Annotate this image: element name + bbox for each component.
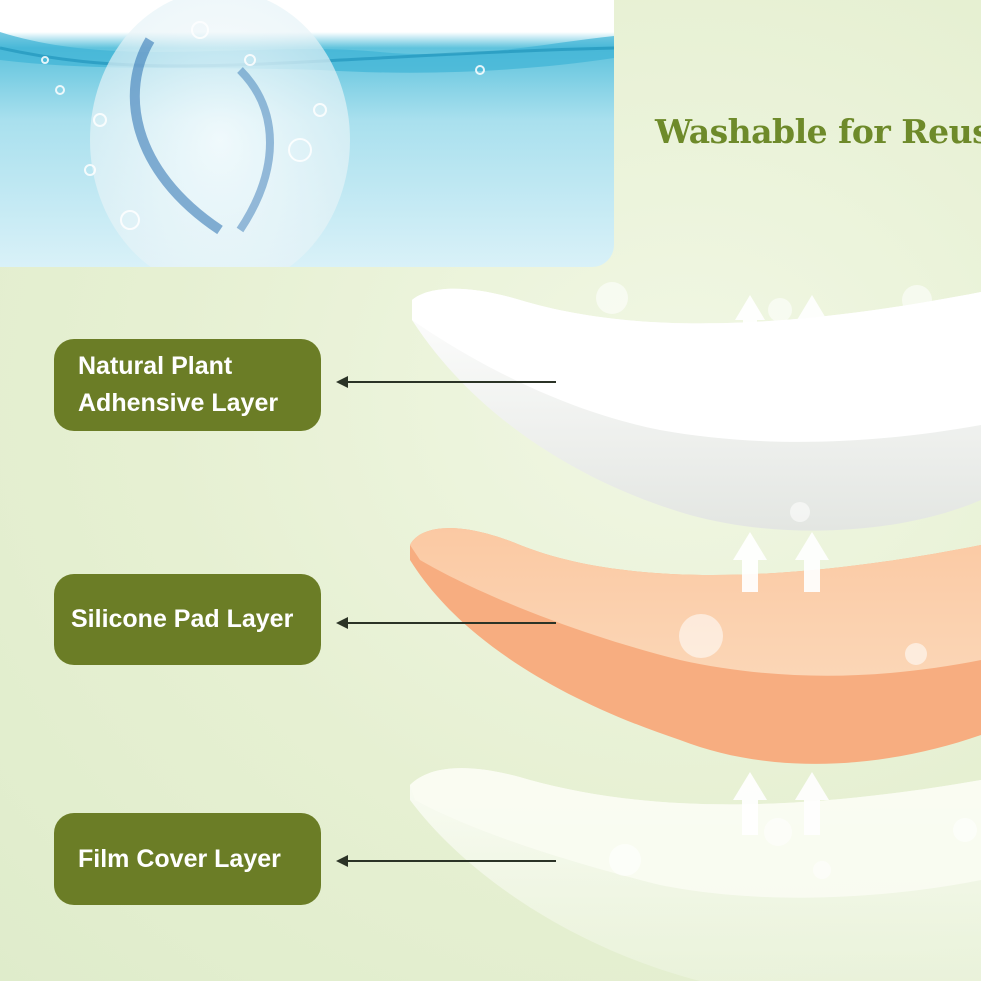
white-pad-layer [412,288,981,531]
layer-label-text: Film Cover Layer [78,844,281,873]
layer-label-text: Natural Plant Adhensive Layer [78,352,279,417]
headline: Washable for Reuse [655,112,981,151]
upward-arrows [733,295,829,835]
pointer-arrow-icon [336,855,556,867]
natural-plant-adhesive-layer-label: Natural Plant Adhensive Layer [54,339,321,431]
translucent-pad-layer [410,768,981,981]
pointer-arrow-icon [336,617,556,629]
silicone-pad-layer-label: Silicone Pad Layer [54,574,321,665]
bubbles [596,282,977,879]
pointer-arrow-icon [336,376,556,388]
water-photo [0,0,614,267]
layer-label-text: Silicone Pad Layer [71,605,294,633]
film-cover-layer-label: Film Cover Layer [54,813,321,905]
